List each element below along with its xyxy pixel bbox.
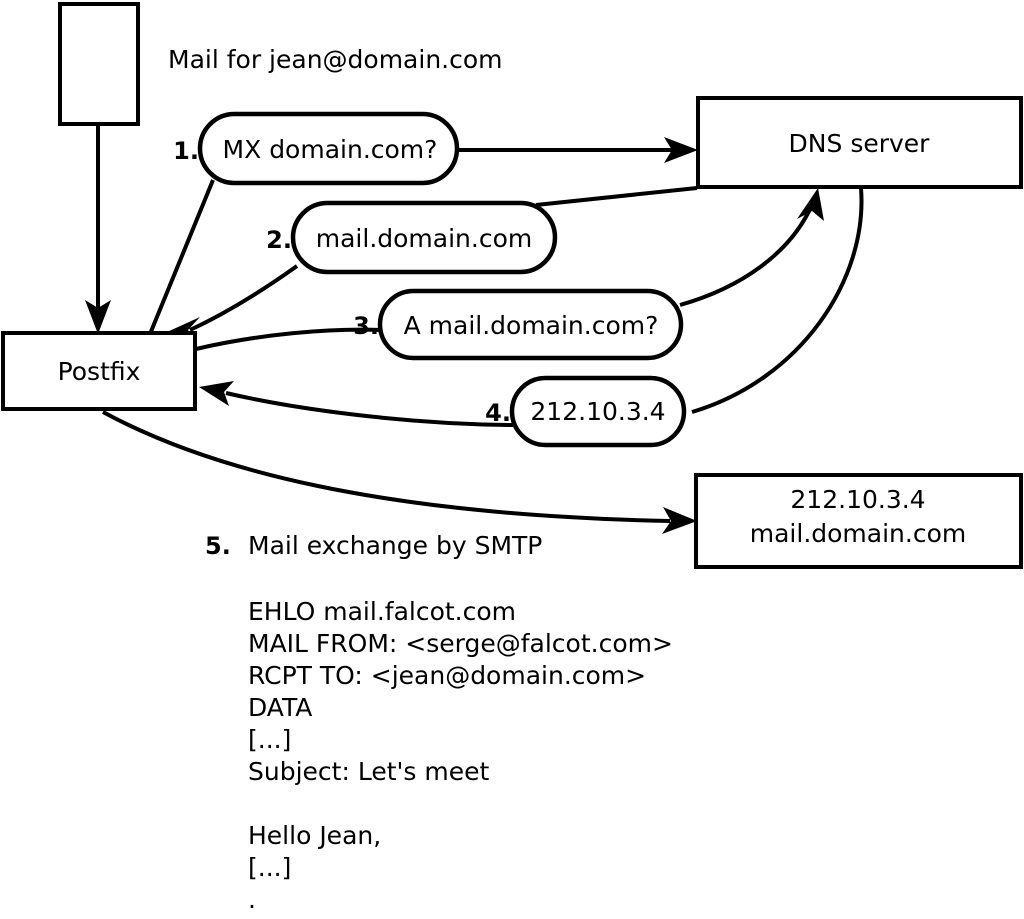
transcript-line-3: DATA — [248, 693, 312, 722]
step-3-bubble — [377, 288, 684, 361]
dns-server-node — [696, 96, 1023, 189]
remote-mx-node — [694, 473, 1023, 569]
step-1-label: MX domain.com? — [223, 135, 438, 164]
step-1-number: 1. — [173, 137, 199, 165]
step-5-number: 5. — [205, 532, 231, 560]
edge-step3-to-dns — [679, 188, 824, 307]
smtp-transcript: EHLO mail.falcot.com MAIL FROM: <serge@f… — [248, 597, 673, 914]
transcript-line-8: [...] — [248, 853, 291, 882]
step-4-bubble — [509, 375, 687, 448]
edge-postfix-to-remote-mx — [102, 410, 697, 534]
step-2-bubble — [290, 200, 558, 275]
step-2-label: mail.domain.com — [316, 224, 532, 253]
step-3-number: 3. — [353, 312, 379, 340]
remote-mx-ip: 212.10.3.4 — [790, 485, 925, 514]
edge-sender-to-postfix — [85, 126, 111, 334]
transcript-line-0: EHLO mail.falcot.com — [248, 597, 516, 626]
step-5-label: Mail exchange by SMTP — [248, 531, 542, 560]
transcript-line-1: MAIL FROM: <serge@falcot.com> — [248, 629, 673, 658]
transcript-line-2: RCPT TO: <jean@domain.com> — [248, 661, 646, 690]
caption-mail-for: Mail for jean@domain.com — [168, 45, 503, 74]
remote-mx-hostname: mail.domain.com — [750, 519, 966, 548]
transcript-line-5: Subject: Let's meet — [248, 757, 489, 786]
transcript-line-4: [...] — [248, 725, 291, 754]
postfix-label: Postfix — [58, 357, 141, 386]
step-2-number: 2. — [266, 226, 292, 254]
step-1-bubble — [197, 111, 460, 186]
edge-postfix-to-step3 — [195, 327, 383, 351]
step-4-number: 4. — [485, 399, 511, 427]
dns-server-label: DNS server — [789, 129, 931, 158]
sender-box — [58, 2, 140, 126]
edge-step1-to-dns — [458, 137, 698, 163]
edge-step4-to-postfix — [199, 381, 514, 427]
step-4-label: 212.10.3.4 — [530, 397, 665, 426]
step-3-label: A mail.domain.com? — [404, 311, 659, 340]
transcript-line-9: . — [248, 885, 256, 914]
transcript-line-7: Hello Jean, — [248, 821, 381, 850]
edge-postfix-to-step1 — [148, 179, 215, 335]
edge-dns-to-step2 — [535, 186, 698, 207]
postfix-node — [1, 331, 197, 411]
edge-dns-to-step4 — [691, 187, 864, 414]
